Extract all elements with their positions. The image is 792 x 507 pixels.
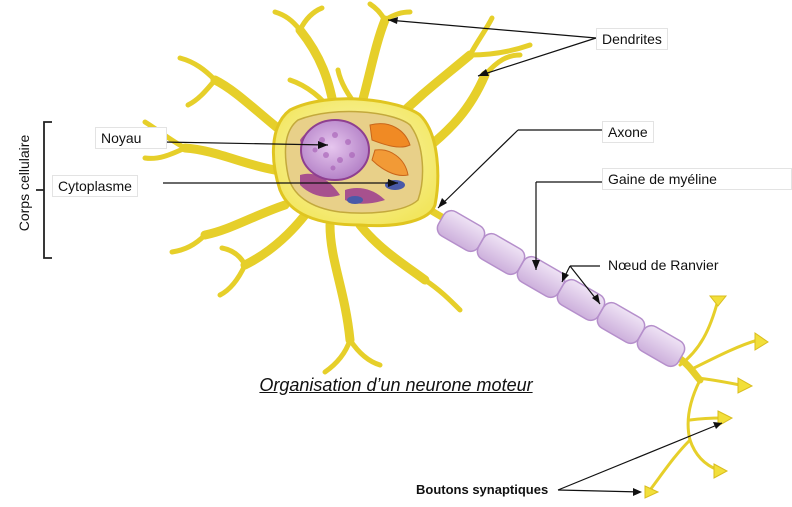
label-gaine-de-myeline: Gaine de myéline: [602, 168, 792, 190]
label-boutons-synaptiques: Boutons synaptiques: [416, 482, 548, 497]
synaptic-buttons: [645, 296, 768, 498]
label-corps-cellulaire: Corps cellulaire: [16, 133, 32, 233]
label-cytoplasme: Cytoplasme: [52, 175, 138, 197]
nucleus: [301, 120, 369, 180]
synaptic-button: [710, 296, 726, 306]
synaptic-button: [714, 464, 727, 478]
label-noyau: Noyau: [95, 127, 167, 149]
label-noeud-de-ranvier: Nœud de Ranvier: [608, 256, 719, 274]
synaptic-button: [755, 333, 768, 350]
diagram-caption: Organisation d’un neurone moteur: [0, 375, 792, 396]
label-axone: Axone: [602, 121, 654, 143]
myelin-sheath: [434, 207, 688, 369]
label-dendrites: Dendrites: [596, 28, 668, 50]
corps-bracket: [36, 122, 52, 258]
